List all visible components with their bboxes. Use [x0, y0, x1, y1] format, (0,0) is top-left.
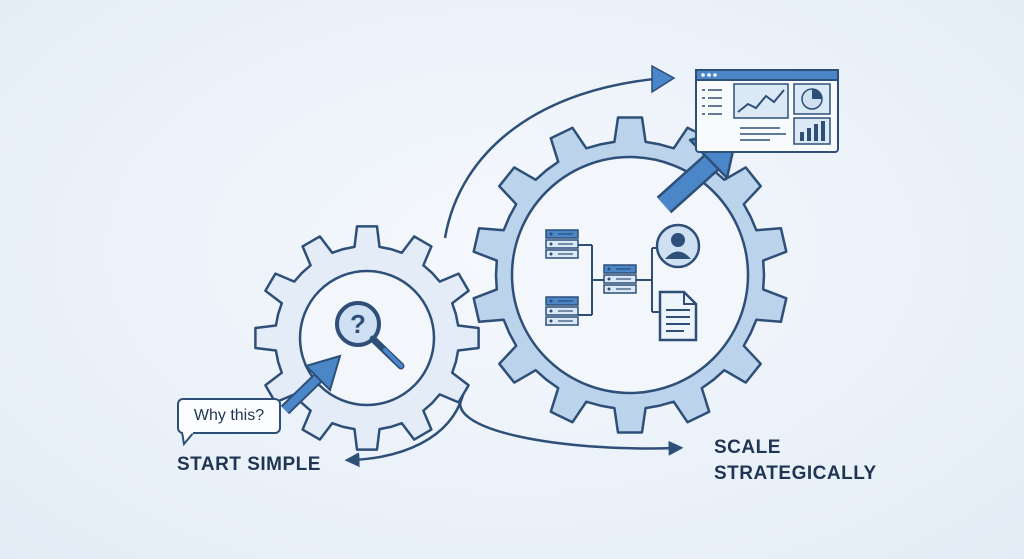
bottom-curve-arrow	[459, 394, 684, 456]
dashboard-window-icon	[695, 69, 839, 153]
svg-text:?: ?	[350, 309, 366, 339]
magnifier-question-icon: ?	[335, 301, 405, 370]
return-curve-arrow	[344, 394, 465, 468]
scale-label-line2: STRATEGICALLY	[714, 463, 877, 484]
scale-label-line1: SCALE	[714, 437, 781, 458]
server-icon	[545, 296, 579, 326]
speech-bubble-text: Why this?	[193, 407, 265, 424]
speech-bubble-tail	[180, 432, 196, 446]
top-curve-arrow	[443, 76, 666, 239]
speech-bubble: Why this?	[177, 398, 281, 434]
small-gear-arrow	[280, 354, 342, 415]
scale-strategically-label: SCALE STRATEGICALLY	[714, 435, 914, 487]
user-avatar-icon	[655, 223, 701, 269]
document-icon	[658, 290, 698, 342]
start-simple-label: START SIMPLE	[177, 454, 321, 475]
server-icon	[603, 264, 637, 294]
server-icon	[545, 229, 579, 259]
